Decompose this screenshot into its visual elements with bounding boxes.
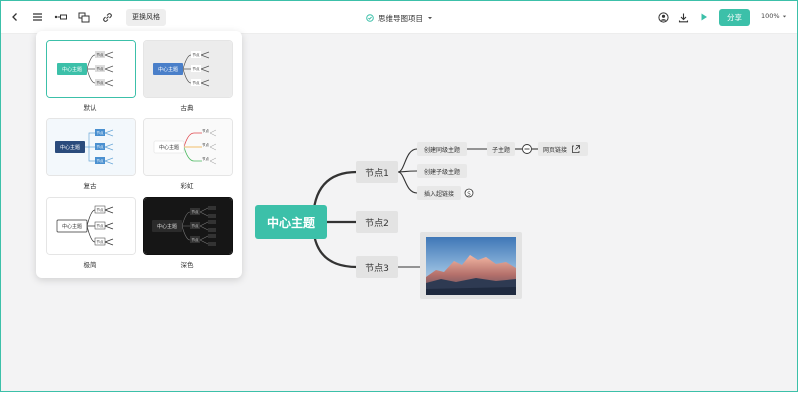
- thumb-center-label: 中心主题: [60, 144, 80, 151]
- user-icon[interactable]: [654, 8, 672, 26]
- play-icon[interactable]: [695, 8, 713, 26]
- saved-check-icon: [366, 14, 374, 22]
- weblink-label: 网页链接: [543, 146, 567, 154]
- thumb-node-label: 节点: [97, 80, 104, 85]
- child-insert-link-label: 插入超链接: [424, 190, 454, 198]
- link-icon[interactable]: [98, 8, 116, 26]
- child-create-sibling-label: 创建同级主题: [424, 146, 460, 154]
- thumb-center-label: 中心主题: [159, 144, 179, 151]
- thumb-node-label: 节点: [202, 156, 209, 161]
- insert-node-icon[interactable]: [52, 8, 70, 26]
- thumb-node-label: 节点: [97, 223, 104, 228]
- style-card-minimal[interactable]: 中心主题 节点 节点 节点: [46, 197, 136, 255]
- child-create-child-label: 创建子级主题: [424, 168, 460, 176]
- thumb-node-label: 节点: [193, 80, 200, 85]
- node-2[interactable]: 节点2: [356, 211, 398, 233]
- chevron-down-icon: [428, 17, 432, 20]
- node-1-label: 节点1: [365, 168, 389, 179]
- thumb-node-label: 节点: [193, 52, 200, 57]
- back-icon[interactable]: [6, 8, 24, 26]
- style-card-default[interactable]: 中心主题 节点 节点 节点: [46, 40, 136, 98]
- child-insert-link[interactable]: 插入超链接: [417, 186, 461, 200]
- thumb-center-label: 中心主题: [62, 66, 82, 73]
- style-card-retro[interactable]: 中心主题 节点 节点 节点: [46, 118, 136, 176]
- chevron-down-icon: [782, 15, 786, 17]
- thumb-center-label: 中心主题: [158, 66, 178, 73]
- thumb-node-label: 节点: [97, 207, 104, 212]
- node-3-label: 节点3: [365, 263, 389, 274]
- subtopic-label: 子主题: [492, 146, 510, 154]
- link-badge-icon[interactable]: S: [464, 188, 474, 198]
- child-create-child[interactable]: 创建子级主题: [417, 164, 467, 178]
- style-label-minimal: 极简: [83, 261, 97, 269]
- style-card-classic[interactable]: 中心主题 节点 节点 节点: [143, 40, 233, 98]
- app-frame: 更换风格 思维导图项目 分享 100%: [0, 0, 798, 392]
- collapse-toggle-icon[interactable]: [522, 144, 532, 154]
- style-card-dark[interactable]: 中心主题 节点 节点 节点: [143, 197, 233, 255]
- style-label-default: 默认: [83, 104, 97, 112]
- change-style-button[interactable]: 更换风格: [126, 9, 166, 26]
- mountain-image: [426, 237, 516, 295]
- toolbar: 更换风格 思维导图项目 分享 100%: [1, 1, 797, 34]
- thumb-center-label: 中心主题: [62, 223, 82, 230]
- external-link-icon[interactable]: [572, 145, 580, 153]
- zoom-level: 100%: [761, 12, 780, 20]
- style-label-retro: 复古: [83, 182, 97, 190]
- menu-icon[interactable]: [28, 8, 46, 26]
- svg-text:S: S: [467, 191, 471, 197]
- child-create-sibling[interactable]: 创建同级主题: [417, 142, 467, 156]
- thumb-node-label: 节点: [97, 239, 104, 244]
- style-label-classic: 古典: [180, 104, 194, 112]
- thumb-node-label: 节点: [202, 128, 209, 133]
- thumb-node-label: 节点: [97, 144, 104, 149]
- style-label-rainbow: 彩虹: [180, 182, 194, 190]
- style-card-rainbow[interactable]: 中心主题 节点 节点 节点: [143, 118, 233, 176]
- thumb-node-label: 节点: [97, 130, 104, 135]
- zoom-select[interactable]: 100%: [761, 12, 787, 20]
- node-1[interactable]: 节点1: [356, 161, 398, 183]
- doc-title[interactable]: 思维导图项目: [366, 11, 433, 25]
- thumb-node-label: 节点: [192, 237, 199, 242]
- thumb-node-label: 节点: [192, 223, 199, 228]
- thumb-node-label: 节点: [193, 66, 200, 71]
- style-panel: 中心主题 节点 节点 节点 默认 中心主题 节点 节点 节点: [36, 31, 242, 278]
- central-topic[interactable]: 中心主题: [255, 205, 327, 239]
- subtopic[interactable]: 子主题: [487, 142, 515, 156]
- share-button[interactable]: 分享: [719, 9, 750, 26]
- weblink-node[interactable]: 网页链接: [538, 142, 588, 156]
- doc-title-text: 思维导图项目: [378, 13, 423, 23]
- node1-connectors: [397, 148, 538, 268]
- thumb-node-label: 节点: [97, 66, 104, 71]
- thumb-node-label: 节点: [97, 52, 104, 57]
- central-topic-label: 中心主题: [267, 215, 316, 230]
- thumb-node-label: 节点: [202, 142, 209, 147]
- node-2-label: 节点2: [365, 218, 389, 229]
- node-3[interactable]: 节点3: [356, 256, 398, 278]
- thumb-node-label: 节点: [192, 209, 199, 214]
- style-label-dark: 深色: [180, 261, 194, 269]
- thumb-node-label: 节点: [97, 158, 104, 163]
- copy-icon[interactable]: [75, 8, 93, 26]
- download-icon[interactable]: [674, 8, 692, 26]
- thumb-center-label: 中心主题: [157, 223, 177, 230]
- mindmap-canvas: 中心主题 节点1 节点2 节点3 创建同级主题 创建子级主题 插入超链接: [255, 142, 588, 278]
